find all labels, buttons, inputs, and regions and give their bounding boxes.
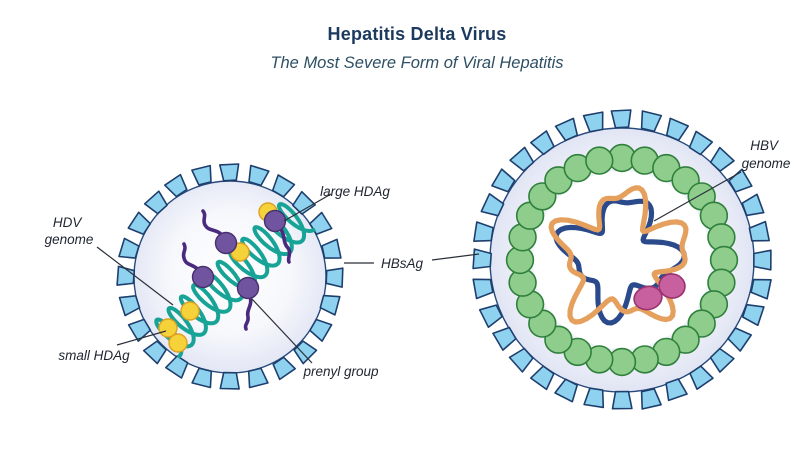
prenyl-group-label: prenyl group [302,364,379,379]
envelope-spike [321,238,342,259]
hdv-genome-label: HDV genome [45,215,94,247]
envelope-spike [248,164,270,187]
envelope-spike [325,267,344,288]
envelope-spike [554,378,579,403]
envelope-spike [472,248,493,270]
envelope-spike [529,130,555,156]
figure-header: Hepatitis Delta Virus The Most Severe Fo… [0,0,800,73]
hbv-genome-pointer-line [653,171,742,222]
hdv-genome-pointer-line [96,246,174,306]
envelope-spike [748,220,771,242]
envelope-spike [709,347,735,373]
hbsag-label: HBsAg [381,256,424,271]
hdv-prenyl-tails [181,209,292,331]
large-hdag-particle [214,231,238,255]
envelope-spike [554,117,579,142]
envelope-spike [750,278,772,300]
envelope-spike [473,221,494,242]
prenyl-tail [201,209,225,238]
hdv-spikes [116,163,344,390]
envelope-spike [247,367,269,389]
hdv-virion [116,163,344,390]
envelope-spike [143,190,168,215]
envelope-spike [727,327,753,352]
envelope-spike [293,340,318,365]
large-hdag-particle [191,265,215,289]
hdv-large-antigens [191,209,287,300]
envelope-spike [164,173,188,198]
envelope-spike [309,318,333,342]
hbv-dna-strand-orange [548,185,689,325]
hdv-genome-coil [154,202,316,359]
envelope-spike [219,371,240,390]
small-hdag-pointer-line [116,330,167,346]
polymerase-blob [633,285,663,311]
envelope-spike [688,130,714,156]
envelope-spike [191,367,213,389]
prenyl-tail [277,225,292,264]
large-hdag-pointer-line [283,193,332,222]
small-hdag-label: small HDAg [58,348,130,363]
capsid-bead [585,146,614,175]
large-hdag-particle [263,209,287,233]
envelope-spike [219,163,240,182]
envelope-spike [640,110,663,133]
prenyl-tail [243,294,253,331]
hdv-genome-helix [154,202,316,359]
prenyl-tail [181,242,202,273]
small-hdag-particle [180,301,200,321]
envelope-spike [308,211,333,236]
envelope-spike [665,378,688,402]
envelope-spike [610,109,632,129]
hbv-polymerase [633,273,686,311]
large-hdag-label: large HDAg [320,184,390,199]
envelope-spike [191,164,212,186]
envelope-spike [665,117,690,142]
envelope-spike [291,190,317,215]
envelope-spike [118,294,141,317]
hbv-capsid [505,143,739,377]
envelope-spike [583,387,605,409]
hbv-genome-strands [548,185,689,326]
page-title: Hepatitis Delta Virus [327,24,507,44]
envelope-spike [752,249,772,271]
envelope-spike [491,168,516,193]
large-hdag-particle [236,276,260,300]
envelope-spike [728,168,753,193]
hbv-spikes [472,109,772,410]
small-hdag-particle [168,333,188,353]
envelope-spike [709,146,735,172]
envelope-spike [582,111,604,133]
envelope-spike [741,303,765,327]
hbv-genome-label: HBV genome [742,138,791,171]
envelope-spike [472,278,494,300]
envelope-spike [165,355,189,379]
envelope-spike [271,174,296,198]
envelope-spike [509,146,535,172]
hbv-virion [472,109,772,410]
prenyl-group-pointer-line [251,298,313,364]
envelope-spike [127,211,152,235]
envelope-spike [142,340,167,365]
envelope-spike [611,390,633,410]
envelope-spike [272,356,297,381]
envelope-spike [319,294,341,316]
small-hdag-particle [158,318,178,338]
envelope-spike [480,193,505,217]
envelope-spike [127,318,152,342]
envelope-spike [741,193,765,217]
envelope-spike [492,326,517,351]
envelope-spike [478,304,503,329]
envelope-spike [508,347,534,373]
envelope-spike [640,387,662,410]
hbv-core-lumen [533,171,711,349]
envelope-spike [118,237,140,259]
envelope-spike [689,365,714,391]
envelope-spike [529,365,555,391]
hbsag-pointer-line-right [431,253,480,261]
page-subtitle: The Most Severe Form of Viral Hepatitis [270,54,564,72]
polymerase-blob [658,273,686,299]
